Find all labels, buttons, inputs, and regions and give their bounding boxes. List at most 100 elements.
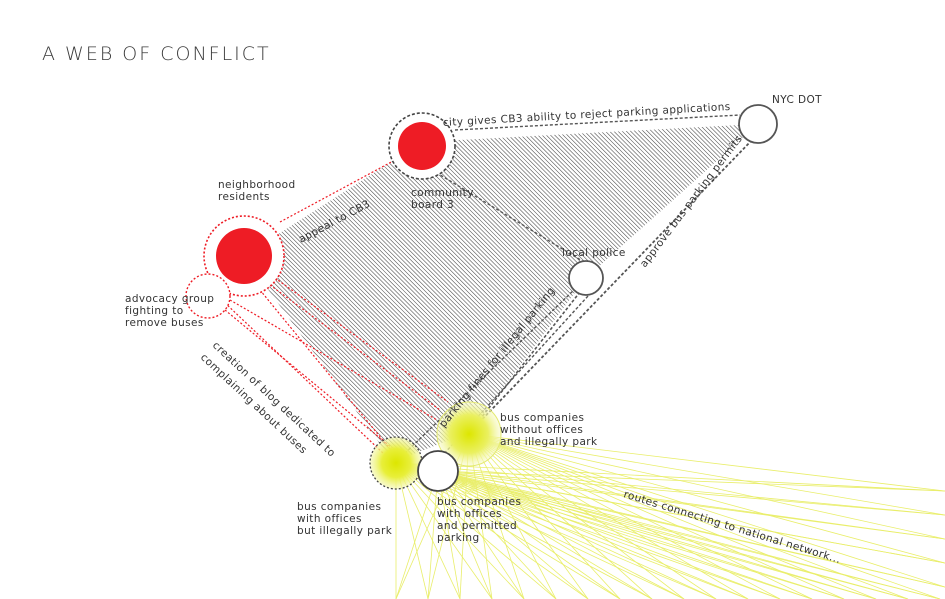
route-ray [468,433,945,588]
hatch-line [752,124,758,462]
edges [221,114,753,459]
hatch-line [744,124,758,462]
label-bus-offices-illegal: bus companies with offices but illegally… [297,501,393,537]
hatch-line [804,90,945,510]
hatch-line [0,90,64,510]
hatch-line [605,124,758,462]
hatch-line [593,124,758,462]
node-community-board-3[interactable] [398,122,446,170]
node-local-police[interactable] [568,260,604,296]
hatch-line [816,90,945,510]
route-ray [437,470,945,516]
label-residents: neighborhood residents [218,179,299,203]
hatch-line [723,124,758,462]
route-ray [437,470,557,599]
hatch-line [0,90,39,510]
hatch-line [883,90,945,510]
hatch-line [643,124,758,462]
hatch-line [673,124,758,462]
hatch-line [799,90,945,510]
hatch-line [0,90,140,510]
hatch-line [538,124,758,462]
hatch-line [0,90,106,510]
route-ray [437,470,941,599]
hatch-line [0,90,119,510]
hatch-line [0,90,123,510]
hatch-line [0,90,31,510]
hatch-line [0,90,98,510]
hatch-line [0,90,73,510]
hatch-line [576,124,758,462]
hatch-line [757,124,758,462]
nodes [185,104,778,492]
hatch-line [597,124,758,462]
route-ray [437,470,945,588]
hatch-line [631,124,758,462]
hatch-line [808,90,945,510]
hatch-line [710,124,758,462]
edge-blog-2 [224,309,393,449]
hatch-line [871,90,945,510]
label-bus-offices-permitted: bus companies with offices and permitted… [437,496,525,544]
hatch-line [698,124,758,462]
label-city-gives: city gives CB3 ability to reject parking… [442,101,730,129]
hatch-line [829,90,945,510]
route-rays [395,433,945,599]
hatch-line [854,90,945,510]
hatch-line [542,124,758,462]
route-ray [468,433,717,599]
node-advocacy-group[interactable] [185,273,231,319]
node-bus-offices-illegal[interactable] [369,436,423,490]
hatch-line [244,124,498,462]
hatch-line [740,124,758,462]
route-ray [437,470,589,599]
node-bus-offices-permitted[interactable] [417,450,459,492]
hatch-line [0,90,77,510]
node-neighborhood-residents[interactable] [216,228,272,284]
hatch-line [0,90,56,510]
hatch-line [846,90,945,510]
route-ray [395,462,941,599]
route-ray [468,433,945,540]
route-ray [437,470,717,599]
hatch-line [547,124,758,462]
hatch-line [601,124,758,462]
hatch-line [820,90,945,510]
route-ray [468,433,909,599]
node-nyc-dot[interactable] [738,104,778,144]
hatch-line [719,124,758,462]
hatch-line [867,90,945,510]
hatch-line [0,90,111,510]
route-ray [468,433,945,564]
route-ray [468,433,813,599]
hatch-line [580,124,758,462]
hatch-line [825,90,945,510]
label-fines: parking fines for illegal parking [437,285,558,430]
route-ray [468,433,945,516]
hatch-line [791,90,945,510]
hatch-line [589,124,758,462]
hatch-line [0,90,52,510]
route-ray [437,470,909,599]
hatch-line [584,124,758,462]
hatch-line [568,124,758,462]
route-ray [437,470,461,599]
hatch-line [0,90,90,510]
hatch-line [0,90,10,510]
node-bus-no-offices[interactable] [436,401,502,467]
hatch-line [762,90,945,510]
hatch-line [0,90,136,510]
hatch-line [774,90,945,510]
hatch-line [0,90,81,510]
hatch-line [862,90,945,510]
edge-appeal [279,159,396,223]
hatch-line [0,90,27,510]
route-ray [437,470,653,599]
route-ray [395,462,945,492]
hatch-line [622,124,758,462]
route-ray [468,433,749,599]
hatch-line [858,90,945,510]
route-ray [468,433,845,599]
hatch-line [0,90,6,510]
